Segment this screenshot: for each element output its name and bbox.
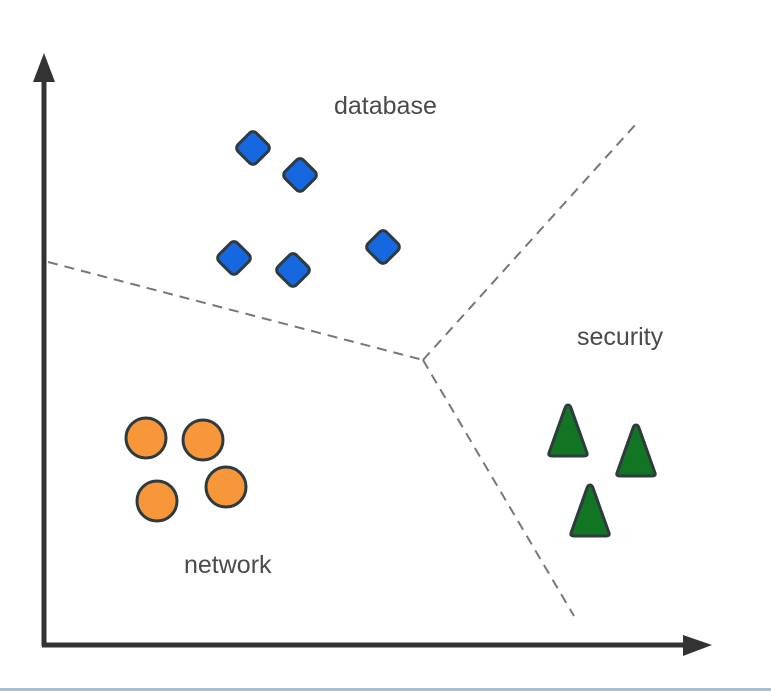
bottom-border: [0, 688, 771, 691]
security-point-triangle-icon: [569, 483, 611, 538]
boundary-database-security: [422, 123, 637, 361]
database-point-diamond-icon: [282, 157, 318, 193]
database-point-diamond-icon: [235, 130, 271, 166]
cluster-labels: database security network: [184, 92, 664, 579]
label-network: network: [184, 551, 272, 579]
boundary-database-network: [47, 261, 424, 361]
y-axis-arrowhead-icon: [33, 53, 55, 82]
x-axis-arrowhead-icon: [683, 635, 712, 656]
network-point-circle-icon: [181, 418, 225, 462]
network-point-circle-icon: [124, 416, 168, 460]
security-point-triangle-icon: [615, 423, 657, 478]
decision-boundaries: [47, 123, 637, 617]
network-point-circle-icon: [204, 465, 248, 509]
cluster-markers: [124, 130, 657, 538]
database-point-diamond-icon: [365, 229, 401, 265]
label-security: security: [577, 323, 664, 351]
boundary-network-security: [422, 359, 575, 617]
label-database: database: [334, 92, 437, 120]
security-point-triangle-icon: [547, 403, 589, 458]
database-point-diamond-icon: [216, 240, 252, 276]
axes: [33, 53, 712, 656]
network-point-circle-icon: [135, 479, 179, 523]
database-point-diamond-icon: [275, 252, 311, 288]
